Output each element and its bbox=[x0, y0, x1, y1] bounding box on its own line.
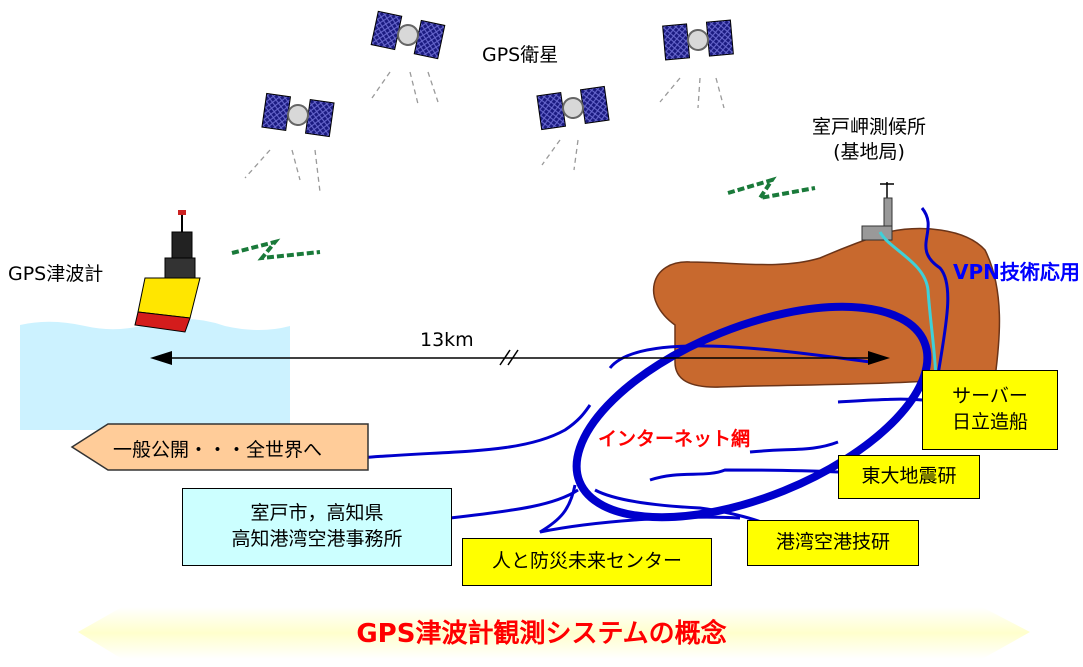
server-box-line1: サーバー bbox=[952, 385, 1028, 408]
internet-label: インターネット網 bbox=[598, 428, 751, 450]
server-box-line2: 日立造船 bbox=[951, 411, 1028, 433]
satellite-icon bbox=[535, 85, 611, 131]
signal-lines bbox=[244, 71, 725, 193]
muroto-box: 室戸市，高知県 高知港湾空港事務所 bbox=[182, 488, 452, 566]
muroto-box-line1: 室戸市，高知県 bbox=[250, 502, 384, 525]
diagram-title: GPS津波計観測システムの概念 bbox=[356, 619, 727, 649]
port-research-box: 港湾空港技研 bbox=[747, 520, 919, 566]
public-release-label: 一般公開・・・全世界へ bbox=[113, 439, 323, 461]
satellite-icon bbox=[370, 10, 446, 60]
buoy-icon bbox=[134, 210, 201, 333]
title-band bbox=[78, 607, 1030, 659]
sea-area bbox=[20, 318, 290, 430]
distance-arrow bbox=[150, 349, 890, 366]
server-box: サーバー 日立造船 bbox=[922, 370, 1058, 450]
satellites-label: GPS衛星 bbox=[482, 44, 559, 66]
radio-wave-icon bbox=[727, 176, 816, 201]
buoy-label: GPS津波計 bbox=[8, 263, 104, 285]
eri-box: 東大地震研 bbox=[838, 455, 980, 499]
distance-label: 13km bbox=[420, 329, 474, 351]
station-role: (基地局) bbox=[833, 140, 905, 163]
muroto-box-line2: 高知港湾空港事務所 bbox=[231, 528, 403, 550]
public-release-arrow bbox=[70, 423, 369, 471]
internet-network-ring bbox=[572, 302, 932, 522]
radio-wave-icon bbox=[231, 238, 321, 261]
antenna-tower-icon bbox=[861, 182, 894, 241]
station-label: 室戸岬測候所 (基地局) bbox=[812, 115, 926, 164]
vpn-label: VPN技術応用 bbox=[953, 260, 1080, 284]
station-cable bbox=[878, 231, 938, 381]
satellite-icon bbox=[260, 92, 336, 138]
disaster-center-box: 人と防災未来センター bbox=[462, 538, 712, 586]
satellite-icon bbox=[661, 19, 735, 61]
station-name: 室戸岬測候所 bbox=[812, 116, 927, 138]
